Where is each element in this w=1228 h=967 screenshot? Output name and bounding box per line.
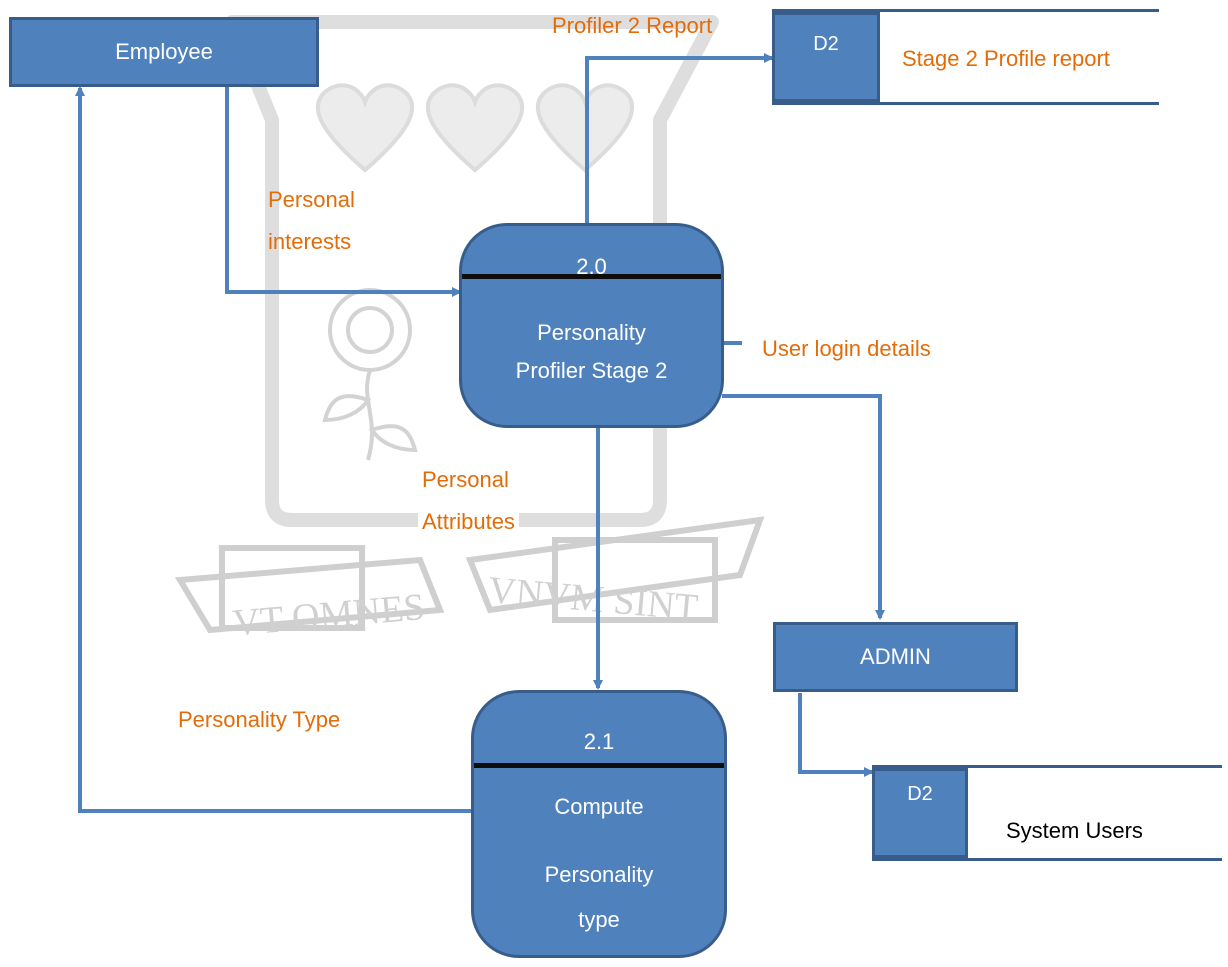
store-stage2-profile-report[interactable]: D2 Stage 2 Profile report <box>772 9 1159 105</box>
store-system-users-id: D2 <box>872 768 968 858</box>
store-stage2-id: D2 <box>772 12 880 102</box>
process-2-1[interactable]: 2.1 Compute Personality type <box>471 690 727 958</box>
flow-admin-to-users <box>798 693 874 777</box>
flow-personal-interests <box>225 85 462 297</box>
label-personal-attributes-2: Attributes <box>418 504 519 540</box>
admin-entity[interactable]: ADMIN <box>773 622 1018 692</box>
employee-label: Employee <box>115 39 213 64</box>
label-personal-attributes-1: Personal <box>418 462 513 498</box>
label-profiler-report: Profiler 2 Report <box>552 13 713 38</box>
label-user-login-details: User login details <box>762 336 931 361</box>
process-2-0-name-line1: Personality <box>537 320 646 345</box>
process-2-1-divider <box>474 763 724 768</box>
store-system-users[interactable]: D2 System Users <box>872 765 1222 861</box>
process-2-1-id: 2.1 <box>583 729 615 754</box>
label-personality-type: Personality Type <box>178 707 341 732</box>
flow-user-login <box>722 394 885 620</box>
process-2-1-name-line3: type <box>578 907 620 932</box>
process-2-0-name-line2: Profiler Stage 2 <box>515 358 668 383</box>
label-personal-interests-2: interests <box>268 229 352 254</box>
process-2-0-divider <box>462 274 721 279</box>
label-personal-interests-1: Personal <box>268 187 355 212</box>
process-2-1-name-line1: Compute <box>554 794 644 819</box>
flow-personality-type <box>75 86 475 813</box>
employee-entity[interactable]: Employee <box>9 17 319 87</box>
store-system-users-name: System Users <box>1006 818 1143 843</box>
admin-label: ADMIN <box>860 644 931 669</box>
process-2-1-name-line2: Personality <box>544 862 654 887</box>
process-2-0[interactable]: 2.0 Personality Profiler Stage 2 <box>459 223 724 428</box>
flow-profiler-report <box>585 53 774 225</box>
store-stage2-name: Stage 2 Profile report <box>902 46 1110 71</box>
